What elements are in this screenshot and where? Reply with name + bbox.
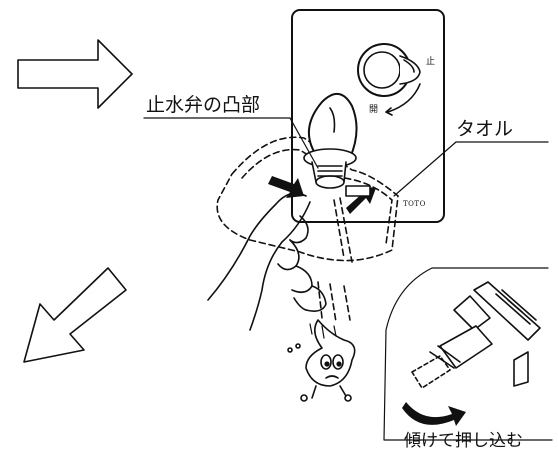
arrow-right-icon xyxy=(17,39,133,109)
dial-open-label: 開 xyxy=(369,105,379,115)
towel-label: タオル xyxy=(456,118,514,140)
push-arrow-left xyxy=(268,176,304,198)
towel-edge xyxy=(345,185,371,197)
droplet-mascot xyxy=(287,319,356,402)
dial-stop-label: 止 xyxy=(426,57,436,67)
rotate-arrow-icon xyxy=(402,402,466,426)
dial-rotation-arrow xyxy=(385,83,421,116)
valve-nozzle xyxy=(303,148,357,189)
water-drips xyxy=(309,323,337,339)
arrow-down-left-icon xyxy=(23,267,127,363)
dial-knob xyxy=(357,43,421,97)
spout-body xyxy=(307,93,358,159)
tilt-and-push-label: 傾けて押し込む xyxy=(404,431,523,451)
leader-lines xyxy=(143,117,553,441)
brand-label: TOTO xyxy=(403,200,426,208)
inset-valve-part xyxy=(411,281,541,389)
valve-protrusion-label: 止水弁の凸部 xyxy=(146,94,261,116)
